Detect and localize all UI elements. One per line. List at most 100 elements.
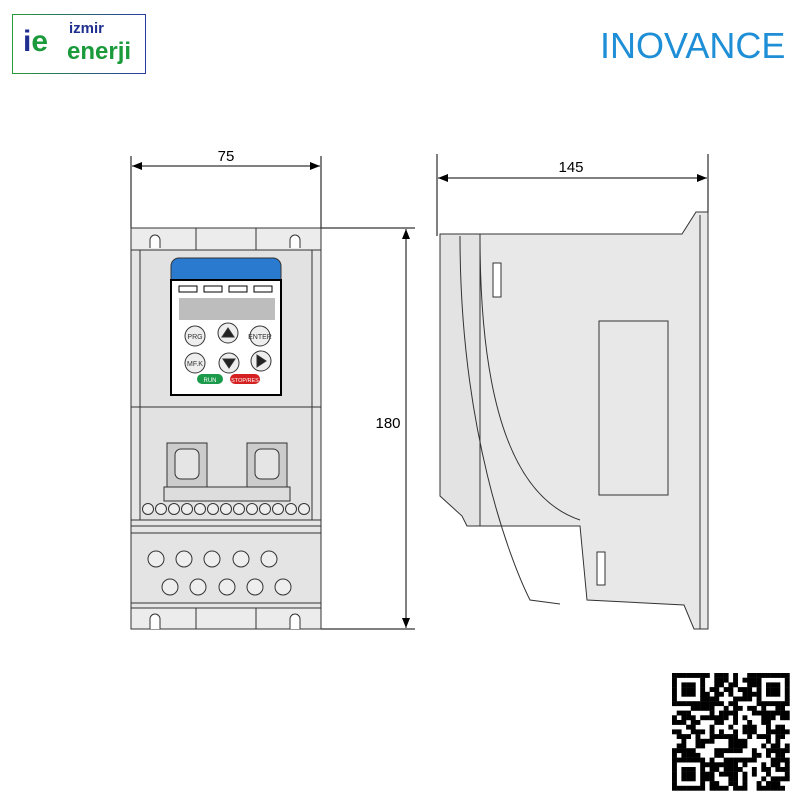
- qr-module: [714, 673, 720, 678]
- qr-module: [690, 682, 696, 688]
- qr-module: [761, 734, 767, 739]
- width-label: 75: [218, 148, 235, 165]
- qr-module: [686, 687, 691, 692]
- qr-module: [686, 771, 691, 777]
- qr-module: [780, 729, 785, 735]
- qr-module: [747, 682, 753, 688]
- qr-module: [737, 738, 743, 744]
- qr-module: [719, 762, 724, 768]
- qr-module: [761, 705, 767, 711]
- qr-module: [681, 757, 687, 763]
- qr-module: [723, 705, 729, 711]
- qr-module: [690, 752, 696, 758]
- qr-module: [733, 748, 738, 754]
- qr-module: [686, 710, 691, 716]
- qr-module: [676, 673, 682, 678]
- qr-module: [737, 785, 743, 791]
- qr-module: [700, 682, 706, 688]
- qr-module: [681, 691, 687, 697]
- qr-module: [709, 776, 715, 782]
- qr-module: [733, 781, 738, 786]
- qr-module: [709, 710, 715, 716]
- qr-module: [751, 705, 757, 711]
- qr-module: [775, 762, 781, 768]
- qr-module: [747, 757, 753, 763]
- qr-module: [761, 720, 767, 725]
- qr-module: [747, 677, 753, 683]
- qr-module: [700, 691, 706, 697]
- qr-module: [728, 743, 734, 749]
- qr-module: [784, 762, 790, 768]
- stop-reset-button: STOP/RES: [231, 378, 259, 384]
- qr-module: [747, 729, 753, 735]
- qr-module: [681, 701, 687, 707]
- qr-module: [672, 762, 677, 768]
- down-arrow-icon: [222, 358, 236, 369]
- qr-module: [766, 734, 771, 739]
- qr-module: [770, 729, 776, 735]
- qr-module: [686, 701, 691, 707]
- qr-module: [770, 762, 776, 768]
- qr-module: [704, 771, 710, 777]
- qr-module: [751, 767, 757, 772]
- inovance-logo: INOVANCE: [600, 25, 786, 66]
- qr-module: [695, 720, 701, 725]
- qr-module: [672, 701, 677, 707]
- qr-module: [737, 696, 743, 702]
- qr-module: [676, 757, 682, 763]
- qr-module: [780, 673, 785, 678]
- qr-module: [714, 720, 720, 725]
- qr-module: [700, 738, 706, 744]
- qr-module: [775, 757, 781, 763]
- qr-module: [770, 715, 776, 721]
- qr-module: [775, 734, 781, 739]
- qr-module: [766, 691, 771, 697]
- qr-module: [690, 705, 696, 711]
- qr-module: [681, 682, 687, 688]
- qr-module: [676, 785, 682, 791]
- qr-module: [728, 771, 734, 777]
- qr-module: [709, 757, 715, 763]
- qr-module: [695, 757, 701, 763]
- qr-module: [784, 715, 790, 721]
- qr-module: [704, 705, 710, 711]
- terminal-row: [142, 503, 310, 515]
- qr-module: [733, 743, 738, 749]
- qr-module: [742, 687, 748, 692]
- qr-module: [672, 687, 677, 692]
- qr-module: [704, 673, 710, 678]
- qr-module: [751, 771, 757, 777]
- qr-module: [756, 781, 762, 786]
- qr-module: [770, 701, 776, 707]
- qr-module: [775, 710, 781, 716]
- qr-module: [728, 757, 734, 763]
- qr-module: [709, 767, 715, 772]
- qr-module: [714, 734, 720, 739]
- qr-module: [728, 767, 734, 772]
- qr-module: [737, 687, 743, 692]
- qr-module: [747, 705, 753, 711]
- depth-label: 145: [558, 159, 583, 176]
- qr-module: [766, 729, 771, 735]
- qr-module: [751, 677, 757, 683]
- qr-module: [690, 776, 696, 782]
- qr-module: [728, 710, 734, 716]
- qr-module: [751, 729, 757, 735]
- qr-module: [780, 734, 785, 739]
- qr-module: [780, 710, 785, 716]
- qr-module: [690, 757, 696, 763]
- qr-module: [681, 743, 687, 749]
- qr-module: [695, 673, 701, 678]
- qr-module: [784, 696, 790, 702]
- qr-module: [681, 785, 687, 791]
- qr-module: [742, 781, 748, 786]
- qr-module: [723, 715, 729, 721]
- qr-module: [686, 673, 691, 678]
- side-view: [439, 211, 709, 630]
- qr-module: [719, 682, 724, 688]
- qr-module: [766, 752, 771, 758]
- qr-module: [672, 673, 677, 678]
- qr-module: [681, 752, 687, 758]
- qr-module: [784, 691, 790, 697]
- qr-module: [784, 767, 790, 772]
